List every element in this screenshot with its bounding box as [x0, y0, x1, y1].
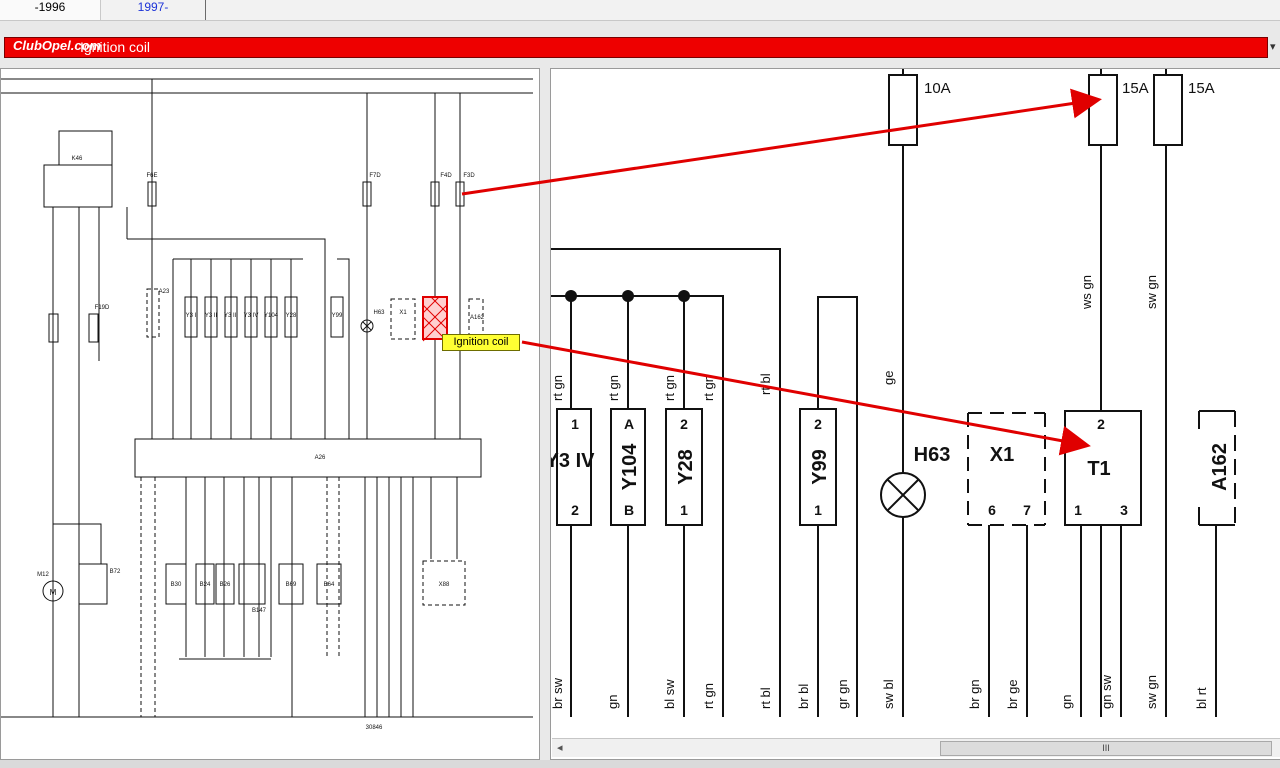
tab-bar: -1996 1997-: [0, 0, 1280, 21]
fuse-label: F3D: [463, 173, 475, 179]
wire-color-label: sw bl: [881, 679, 896, 709]
pin-label: 6: [988, 502, 996, 518]
pin-label: 2: [1097, 416, 1105, 432]
component-label: Y99: [332, 313, 343, 319]
wire-color-label: gn sw: [1099, 674, 1114, 709]
pin-label: 1: [571, 416, 579, 432]
wire-color-label: rt bl: [758, 373, 773, 395]
component-label: M12: [37, 572, 49, 578]
component-label: B30: [171, 582, 182, 588]
pin-label: 3: [1120, 502, 1128, 518]
component-label: B72: [110, 569, 121, 575]
fuse-label: F7D: [369, 173, 381, 179]
component-label: Y3 I: [186, 313, 197, 319]
wire-color-label: br ge: [1005, 679, 1020, 709]
component-label: X1: [399, 310, 407, 316]
motor-symbol-icon: M: [50, 588, 57, 597]
component-label: X1: [990, 444, 1014, 466]
pin-label: 2: [814, 416, 822, 432]
component-label: A23: [159, 289, 170, 295]
overview-diagram: K46 F6E F7D F4D F3D F19D A26 A23 Y3 I Y3…: [1, 78, 533, 731]
pin-label: A: [624, 416, 634, 432]
horizontal-scrollbar[interactable]: ◂ III: [552, 738, 1280, 757]
pin-label: 7: [1023, 502, 1031, 518]
component-label: B24: [200, 582, 211, 588]
component-label: Y3 IV: [551, 450, 595, 472]
watermark: ClubOpel.com: [13, 38, 102, 53]
tab-1997[interactable]: 1997-: [101, 0, 206, 20]
scroll-left-icon[interactable]: ◂: [557, 742, 563, 754]
wire-color-label: rt gn: [606, 375, 621, 401]
wire-color-label: gr gn: [835, 679, 850, 709]
wire-color-label: gn: [1059, 695, 1074, 709]
detail-diagram-panel: 10A 15A 15A ws gn sw gn ge rt bl rt gn r…: [550, 68, 1280, 760]
component-label: T1: [1087, 458, 1110, 480]
wire-color-label: gn: [605, 695, 620, 709]
ground-label: 30846: [366, 725, 383, 731]
component-label: X88: [439, 582, 450, 588]
pin-label: 1: [680, 502, 688, 518]
dropdown-arrow-icon[interactable]: ▾: [1270, 41, 1276, 53]
pin-label: 2: [571, 502, 579, 518]
fuse-label: F4D: [440, 173, 452, 179]
scroll-thumb[interactable]: III: [940, 741, 1272, 756]
module-label: A26: [315, 455, 326, 461]
pin-label: 2: [680, 416, 688, 432]
component-label: B147: [252, 608, 267, 614]
wire-color-label: br sw: [551, 677, 565, 709]
wire-color-label: sw gn: [1144, 275, 1159, 309]
wire-color-label: ws gn: [1079, 275, 1094, 310]
fuse-rating-label: 15A: [1188, 80, 1215, 97]
wire-color-label: br bl: [796, 684, 811, 709]
wire-color-label: br gn: [967, 679, 982, 709]
component-selector[interactable]: [4, 37, 1268, 58]
component-label: Y104: [264, 313, 279, 319]
component-label: Y3 II: [205, 313, 218, 319]
wire-color-label: ge: [881, 371, 896, 385]
component-label: Y3 IV: [244, 313, 259, 319]
component-label: Y99: [809, 449, 831, 485]
relay-label: K46: [72, 156, 83, 162]
component-label: B64: [324, 582, 335, 588]
wire-color-label: bl rt: [1194, 687, 1209, 709]
pin-label: 1: [814, 502, 822, 518]
component-label: H63: [373, 310, 385, 316]
component-label: Y28: [286, 313, 297, 319]
component-label: H63: [914, 444, 951, 466]
wire-color-label: bl sw: [662, 679, 677, 709]
component-label: Y28: [675, 449, 697, 485]
component-label: A162: [470, 315, 485, 321]
pin-label: B: [624, 502, 634, 518]
component-label: A162: [1209, 443, 1231, 491]
wire-color-label: rt gn: [701, 375, 716, 401]
wire-color-label: rt gn: [662, 375, 677, 401]
status-strip: [0, 760, 1280, 768]
fuse-label: F19D: [95, 305, 110, 311]
fuse-rating-label: 15A: [1122, 80, 1149, 97]
component-label: B26: [220, 582, 231, 588]
tab-1996[interactable]: -1996: [0, 0, 101, 20]
wire-color-label: rt gn: [551, 375, 565, 401]
detail-diagram: 10A 15A 15A ws gn sw gn ge rt bl rt gn r…: [551, 69, 1236, 717]
ignition-coil-callout: Ignition coil: [442, 334, 520, 351]
wire-color-label: rt bl: [758, 687, 773, 709]
pin-label: 1: [1074, 502, 1082, 518]
overview-diagram-panel: K46 F6E F7D F4D F3D F19D A26 A23 Y3 I Y3…: [0, 68, 540, 760]
component-label: B69: [286, 582, 297, 588]
wire-color-label: sw gn: [1144, 675, 1159, 709]
component-label: Y104: [619, 443, 641, 491]
wire-color-label: rt gn: [701, 683, 716, 709]
fuse-label: F6E: [146, 173, 157, 179]
component-label: Y3 III: [224, 313, 238, 319]
fuse-rating-label: 10A: [924, 80, 951, 97]
component-title: Ignition coil: [80, 39, 151, 55]
